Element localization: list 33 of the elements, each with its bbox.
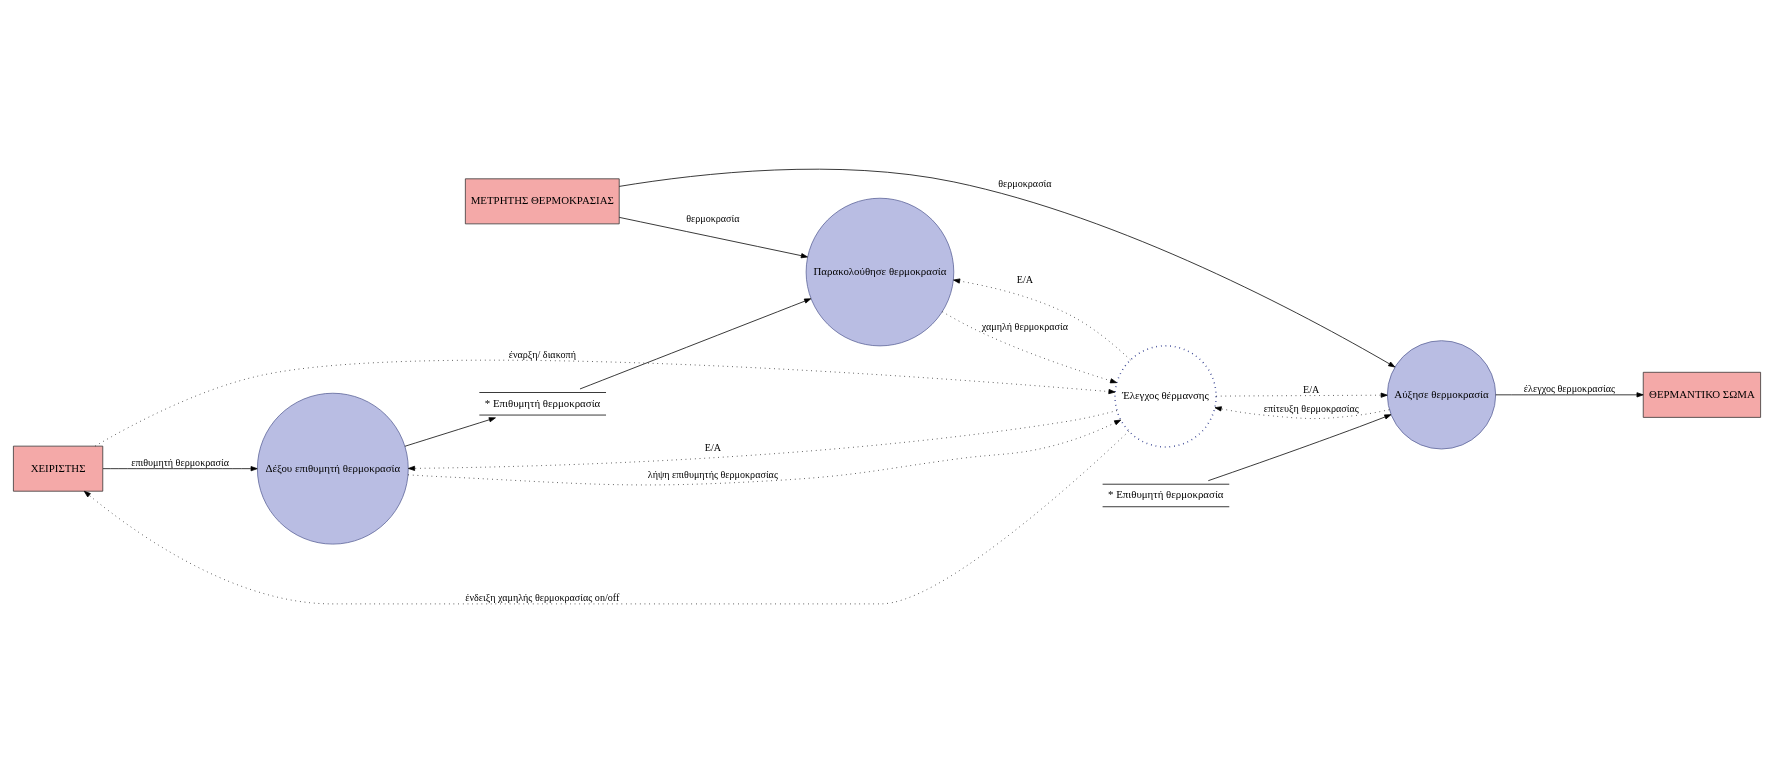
edge-label: επιθυμητή θερμοκρασία	[130, 456, 229, 468]
arrow	[1214, 405, 1390, 419]
arrow	[1207, 413, 1391, 481]
arrow	[407, 409, 1117, 471]
edge-label: έλεγχος θερμοκρασίας	[1523, 382, 1615, 394]
arrow	[618, 216, 808, 258]
edge-label: έναρξη/ διακοπή	[508, 348, 576, 360]
arrow	[1215, 392, 1388, 398]
arrow	[83, 430, 1129, 604]
node-text: * Επιθυμητή θερμοκρασία	[1107, 487, 1224, 500]
node-box: ΧΕΙΡΙΣΤΗΣ	[12, 445, 103, 492]
arrow	[404, 416, 496, 447]
node-box: ΜΕΤΡΗΤΗΣ ΘΕΡΜΟΚΡΑΣΙΑΣ	[464, 177, 620, 224]
arrow	[407, 419, 1121, 485]
node-circle: Δέξου επιθυμητή θερμοκρασία	[256, 392, 409, 544]
edge-label: θερμοκρασία	[685, 212, 740, 224]
edge-label: Ε/Α	[1302, 383, 1319, 395]
arrow	[952, 278, 1131, 360]
edge-label: Ε/Α	[1016, 273, 1033, 285]
node-box: ΘΕΡΜΑΝΤΙΚΟ ΣΩΜΑ	[1642, 371, 1761, 418]
edge-label: ένδειξη χαμηλής θερμοκρασίας on/off	[464, 591, 619, 603]
arrow	[94, 359, 1115, 446]
edge-label: λήψη επιθυμητής θερμοκρασίας	[647, 468, 778, 480]
edge-label: επίτευξη θερμοκρασίας	[1263, 402, 1359, 414]
arrow	[941, 310, 1117, 383]
node-text: * Επιθυμητή θερμοκρασία	[484, 396, 600, 409]
arrow	[1494, 391, 1644, 397]
arrow	[618, 168, 1395, 367]
edge-label: χαμηλή θερμοκρασία	[981, 320, 1068, 332]
arrow	[579, 297, 811, 389]
edge-label: Ε/Α	[704, 441, 721, 453]
arrow	[102, 465, 258, 471]
edge-label: θερμοκρασία	[997, 177, 1052, 189]
